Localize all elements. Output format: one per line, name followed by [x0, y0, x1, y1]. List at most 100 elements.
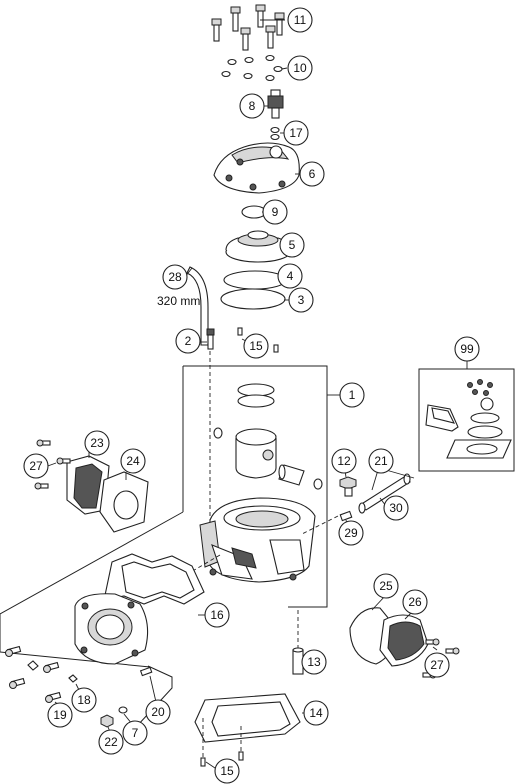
cylinder-assembly-frame: [0, 365, 340, 668]
callout-17: 17: [283, 120, 309, 146]
svg-text:15: 15: [249, 339, 263, 353]
hose-length-label: 320 mm: [157, 294, 200, 308]
o-ring-4: [223, 270, 287, 290]
callout-6: 6: [299, 161, 325, 187]
coolant-cover-left: [66, 455, 149, 533]
callout-13: 13: [301, 649, 327, 675]
combustion-chamber-insert: [225, 230, 291, 263]
svg-text:26: 26: [408, 595, 422, 609]
callout-3: 3: [288, 287, 314, 313]
svg-text:16: 16: [210, 608, 224, 622]
gasket-kit-frame: [418, 359, 515, 472]
stud-bolt: [139, 666, 153, 677]
svg-text:6: 6: [309, 167, 316, 181]
svg-text:13: 13: [307, 655, 321, 669]
temperature-sensor: [264, 89, 284, 119]
callout-27-right: 27: [424, 652, 450, 678]
callout-4: 4: [277, 263, 303, 289]
sealing-washers: [221, 54, 283, 82]
screw-plug-12: [339, 476, 357, 497]
nut-22: [100, 714, 114, 728]
callout-18: 18: [71, 687, 97, 713]
svg-text:17: 17: [289, 126, 303, 140]
callout-7: 7: [122, 720, 148, 746]
piston-rings: [237, 383, 275, 408]
coolant-pipe: [358, 469, 415, 514]
washer-7: [118, 706, 128, 714]
callout-11: 11: [287, 7, 313, 33]
piston-pin: [278, 464, 305, 486]
cylinder: [159, 497, 316, 591]
flange-screws: [5, 645, 78, 703]
kit-gasket-set: [425, 379, 512, 459]
svg-text:11: 11: [294, 13, 307, 27]
callout-21: 21: [368, 448, 394, 474]
svg-text:21: 21: [374, 454, 388, 468]
exhaust-flange: [74, 593, 149, 665]
cylinder-stud: [292, 610, 306, 675]
callout-23: 23: [84, 430, 110, 456]
svg-text:10: 10: [293, 61, 307, 75]
hose-nipple: [200, 328, 215, 520]
callout-26: 26: [402, 589, 428, 615]
svg-text:23: 23: [90, 436, 104, 450]
piston: [235, 428, 277, 479]
svg-text:8: 8: [249, 99, 256, 113]
callout-8: 8: [239, 93, 265, 119]
callout-27-left: 27: [23, 453, 49, 479]
callout-22: 22: [98, 729, 124, 755]
callout-25: 25: [373, 573, 399, 599]
svg-text:25: 25: [379, 579, 393, 593]
callout-28: 28: [162, 264, 188, 290]
callout-20: 20: [145, 699, 171, 725]
cylinder-head-screws: [211, 4, 285, 51]
svg-text:30: 30: [389, 501, 403, 515]
cover-screws-left: [34, 439, 71, 490]
callout-1: 1: [339, 382, 365, 408]
piston-pin-clip-right: [313, 478, 323, 490]
svg-text:12: 12: [337, 454, 351, 468]
callout-2: 2: [175, 328, 201, 354]
cylinder-base-gasket: [194, 693, 306, 743]
svg-text:19: 19: [53, 708, 67, 722]
exhaust-flange-gasket: [103, 553, 205, 605]
callout-19: 19: [47, 702, 73, 728]
svg-text:29: 29: [344, 526, 358, 540]
callout-16: 16: [204, 602, 230, 628]
o-ring-3: [220, 288, 286, 310]
callout-30: 30: [383, 495, 409, 521]
svg-text:14: 14: [309, 706, 323, 720]
dowel-pins-bottom: [200, 718, 244, 769]
svg-text:4: 4: [287, 269, 294, 283]
callout-29: 29: [338, 520, 364, 546]
svg-text:15: 15: [220, 764, 234, 778]
svg-text:28: 28: [168, 270, 182, 284]
svg-text:27: 27: [29, 459, 43, 473]
svg-text:3: 3: [298, 293, 305, 307]
callout-12: 12: [331, 448, 357, 474]
svg-text:18: 18: [77, 693, 91, 707]
svg-text:27: 27: [430, 658, 444, 672]
callout-9: 9: [262, 199, 288, 225]
svg-text:99: 99: [460, 342, 474, 356]
callout-15-top: 15: [243, 333, 269, 359]
callout-24: 24: [120, 448, 146, 474]
piston-pin-clip-left: [213, 427, 223, 439]
callout-14: 14: [303, 700, 329, 726]
callout-99: 99: [454, 336, 480, 362]
svg-text:2: 2: [185, 334, 192, 348]
svg-text:20: 20: [151, 705, 165, 719]
svg-text:24: 24: [126, 454, 140, 468]
svg-text:1: 1: [349, 388, 356, 402]
callout-10: 10: [287, 55, 313, 81]
sealing-ring: [270, 126, 285, 141]
svg-text:5: 5: [289, 238, 296, 252]
svg-text:22: 22: [104, 735, 118, 749]
svg-text:7: 7: [132, 726, 139, 740]
svg-text:9: 9: [272, 205, 279, 219]
callout-5: 5: [279, 232, 305, 258]
callout-15-bottom: 15: [214, 758, 240, 784]
coolant-cover-right: [349, 607, 429, 667]
cylinder-head: [213, 142, 300, 194]
